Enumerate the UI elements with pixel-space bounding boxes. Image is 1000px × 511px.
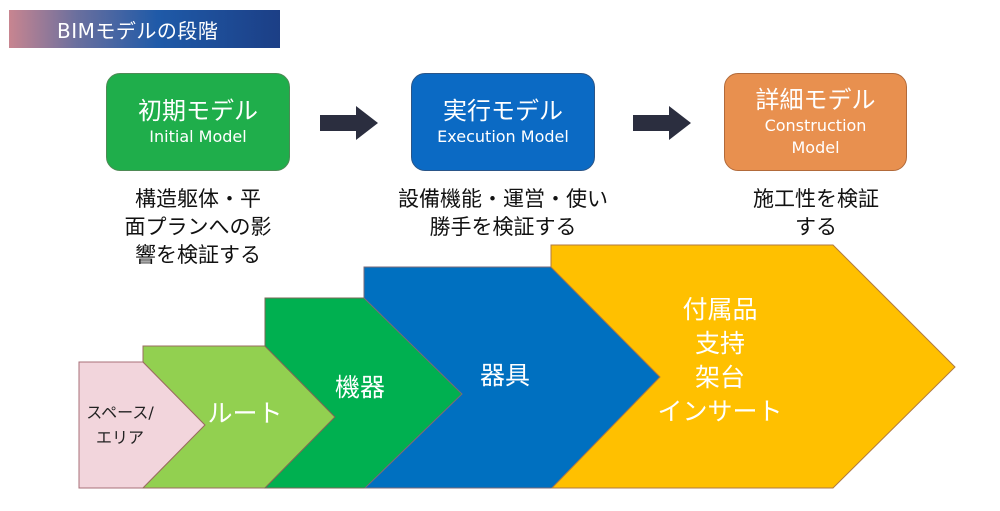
chevron-accessories [550, 244, 956, 489]
stage-name-en: Construction Model [764, 116, 867, 157]
stage-name-jp: 詳細モデル [755, 86, 876, 114]
stage-name-en: Execution Model [437, 127, 569, 146]
stage-description-construction: 施工性を検証 する [753, 187, 879, 239]
level-label-equipment: 機器 [334, 373, 385, 402]
stage-initial-model: 初期モデル Initial Model [106, 73, 290, 171]
stage-name-jp: 実行モデル [443, 97, 563, 125]
slide-title: BIMモデルの段階 [57, 18, 219, 43]
stage-construction-model: 詳細モデル Construction Model [724, 73, 907, 171]
slide-title-bar: BIMモデルの段階 [9, 10, 280, 48]
stage-description-initial: 構造躯体・平 面プランへの影 響を検証する [124, 187, 272, 267]
level-label-route: ルート [207, 399, 283, 428]
stage-name-en: Initial Model [149, 127, 247, 146]
stage-description-execution: 設備機能・運営・使い 勝手を検証する [398, 187, 608, 239]
stage-execution-model: 実行モデル Execution Model [411, 73, 595, 171]
stage-name-jp: 初期モデル [138, 97, 258, 125]
level-label-accessories: 付属品 支持 架台 インサート [657, 295, 783, 426]
level-label-space-area: スペース/ エリア [86, 403, 154, 447]
level-label-fixtures: 器具 [479, 361, 530, 390]
right-arrow-icon [633, 106, 691, 140]
right-arrow-icon [320, 106, 378, 140]
